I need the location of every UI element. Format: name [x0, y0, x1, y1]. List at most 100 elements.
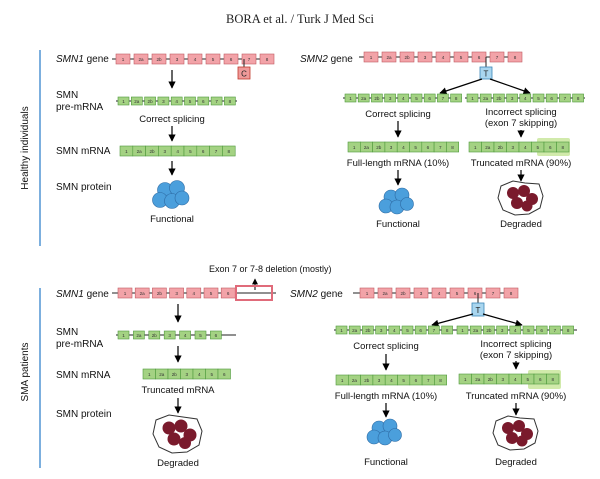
- exon-box: [133, 330, 145, 340]
- healthy-smn2-degraded-protein-icon: [497, 180, 544, 216]
- sma-protein-label: SMN protein: [56, 409, 112, 420]
- exon-label: 3: [176, 57, 179, 62]
- smn1-functional-label: Functional: [150, 214, 194, 225]
- exon-label: 5: [460, 55, 463, 60]
- exon-box: [450, 93, 462, 103]
- exon-box: [375, 325, 387, 335]
- exon-box: [496, 325, 508, 335]
- exon-box: [187, 53, 203, 65]
- exon-label: 2b: [486, 328, 492, 333]
- exon-label: 4: [402, 96, 405, 101]
- exon-label: 2a: [134, 99, 140, 104]
- exon-box: [117, 96, 130, 106]
- exon-box: [388, 325, 401, 335]
- exon-box: [335, 325, 348, 335]
- exon-label: 1: [366, 291, 369, 296]
- exon-box: [241, 53, 257, 65]
- mrna-label: SMN mRNA: [56, 146, 111, 157]
- exon-label: 6: [202, 99, 205, 104]
- exon-box: [381, 51, 397, 63]
- exon-box: [506, 93, 518, 103]
- sma-smn2-degraded-label: Degraded: [495, 457, 537, 468]
- exon-label: 4: [194, 57, 197, 62]
- smn2-gene-label: SMN2 gene: [300, 54, 353, 65]
- exon-label: 5: [456, 291, 459, 296]
- exon-box: [446, 141, 459, 153]
- exon-label: 3: [168, 333, 171, 338]
- exon-box: [377, 287, 393, 299]
- exon-label: 3: [511, 145, 514, 150]
- sma-smn2-degraded-protein-icon: [492, 415, 539, 451]
- exon-label: 8: [455, 96, 458, 101]
- exon-label: 2b: [148, 99, 154, 104]
- exon-label: 2a: [159, 372, 165, 377]
- exon-label: 5: [526, 377, 529, 382]
- exon-label: 4: [514, 328, 517, 333]
- deletion-box: [235, 285, 273, 301]
- exon-box: [151, 53, 167, 65]
- exon-label: 8: [228, 149, 231, 154]
- sma-pre-mrna-label-l2: pre-mRNA: [56, 339, 104, 350]
- exon-label: 4: [438, 291, 441, 296]
- exon-label: 8: [451, 145, 454, 150]
- exon-box: [559, 93, 571, 103]
- exon-box: [359, 287, 375, 299]
- exon-box: [194, 330, 207, 340]
- exon-box: [348, 325, 361, 335]
- sma-smn1-truncated-label: Truncated mRNA: [141, 385, 215, 396]
- exon-box: [399, 51, 415, 63]
- sma-smn1-gene-label: SMN1 gene: [56, 289, 109, 300]
- exon-box: [546, 373, 560, 385]
- exon-label: 5: [402, 378, 405, 383]
- exon-box: [134, 287, 150, 299]
- exon-label: 6: [540, 328, 543, 333]
- smn2-degraded-label: Degraded: [500, 219, 542, 230]
- exon-label: 4: [176, 149, 179, 154]
- exon-box: [203, 287, 219, 299]
- exon-label: 6: [478, 55, 481, 60]
- exon-label: 1: [122, 57, 125, 62]
- sma-smn2-functional-label: Functional: [364, 457, 408, 468]
- exon-label: 5: [210, 372, 213, 377]
- exon-label: 7: [215, 99, 218, 104]
- exon-label: 5: [414, 145, 417, 150]
- exon-box: [437, 93, 449, 103]
- exon-box: [197, 96, 210, 106]
- exon-box: [395, 287, 411, 299]
- exon-box: [467, 287, 483, 299]
- exon-label: 5: [415, 96, 418, 101]
- exon-label: 6: [428, 96, 431, 101]
- exon-label: 8: [446, 328, 449, 333]
- sma-mrna-label: SMN mRNA: [56, 370, 111, 381]
- exon-box: [417, 51, 433, 63]
- exon-label: 8: [514, 55, 517, 60]
- exon-label: 7: [564, 96, 567, 101]
- sma-smn2-functional-protein-icon: [366, 418, 402, 446]
- exon-label: 7: [554, 328, 557, 333]
- exon-label: 1: [464, 377, 467, 382]
- exon-label: 3: [162, 99, 165, 104]
- exon-label: 1: [370, 55, 373, 60]
- healthy-smn2-functional-protein-icon: [378, 187, 414, 215]
- exon-label: 7: [442, 96, 445, 101]
- arrow: [431, 313, 474, 327]
- arrow: [439, 78, 483, 95]
- exon-box: [371, 93, 383, 103]
- exon-label: 6: [227, 291, 230, 296]
- exon-label: 8: [229, 99, 232, 104]
- exon-label: 7: [427, 378, 430, 383]
- exon-label: 2a: [475, 377, 481, 382]
- exon-label: 8: [266, 57, 269, 62]
- healthy-section-label: Healthy individuals: [20, 106, 31, 189]
- exon-box: [434, 374, 447, 386]
- exon-box: [223, 53, 239, 65]
- exon-box: [423, 93, 436, 103]
- exon-box: [456, 325, 469, 335]
- smn1-correct-splicing: Correct splicing: [139, 114, 204, 125]
